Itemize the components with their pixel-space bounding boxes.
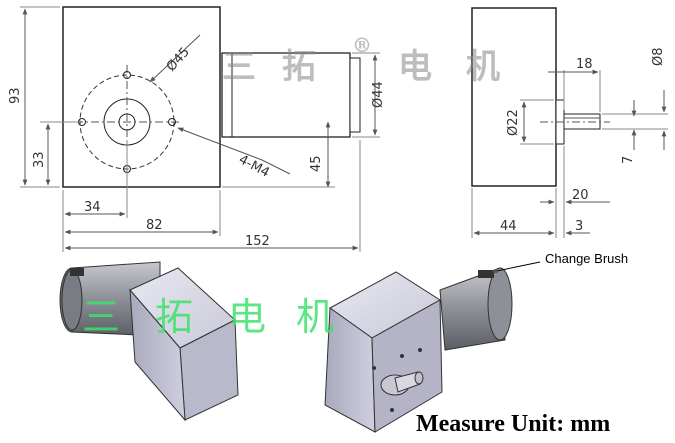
watermark-green: 三 拓 电 机 xyxy=(82,295,334,339)
green-char-3: 电 xyxy=(228,295,266,339)
dim-motor-dia: Ø44 xyxy=(371,81,386,108)
dim-total-width: 152 xyxy=(245,234,270,249)
measure-unit-label: Measure Unit: mm xyxy=(416,411,610,437)
front-view: Ø45 Ø44 45 4-M4 93 33 34 82 15 xyxy=(8,6,386,252)
watermark-char-2: 拓 xyxy=(282,47,316,87)
dim-pcd: Ø45 xyxy=(164,45,193,75)
dim-boss-dia: Ø22 xyxy=(506,109,521,136)
watermark-char-1: 三 xyxy=(222,47,256,87)
side-view: 18 Ø8 7 Ø22 20 44 3 xyxy=(471,7,668,238)
watermark-char-4: 机 xyxy=(466,47,500,87)
dim-shaft-height: 33 xyxy=(32,151,47,168)
dim-height: 93 xyxy=(8,87,23,104)
watermark-registered: ® xyxy=(352,33,372,57)
label-change-brush: Change Brush xyxy=(545,251,628,266)
green-char-1: 三 xyxy=(82,295,120,339)
dim-shaft-len: 18 xyxy=(576,57,593,72)
dim-shaft-dia: Ø8 xyxy=(651,47,666,66)
render-left xyxy=(59,261,239,422)
dim-boss-len: 20 xyxy=(572,188,589,203)
dim-depth: 44 xyxy=(500,219,517,234)
render-right: Change Brush xyxy=(324,251,628,433)
gearbox-side-outline xyxy=(471,7,557,187)
watermark-top: 三 拓 电 机 ® xyxy=(222,33,500,87)
green-char-2: 拓 xyxy=(155,295,193,339)
dim-flat: 7 xyxy=(621,156,636,164)
green-char-4: 机 xyxy=(296,295,334,339)
mounting-holes xyxy=(78,71,176,173)
dim-motor-offset: 45 xyxy=(309,155,324,172)
dim-body-width: 82 xyxy=(146,218,163,233)
dim-shaft-offset: 34 xyxy=(84,200,101,215)
watermark-char-3: 电 xyxy=(398,47,432,87)
gearbox-front-outline xyxy=(62,6,221,188)
dim-boss-h: 3 xyxy=(575,219,583,234)
